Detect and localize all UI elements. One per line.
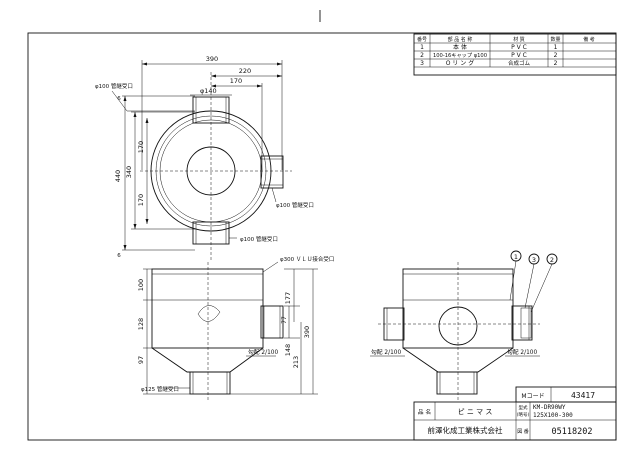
plan-dim-6-bottom: 6 xyxy=(117,253,121,259)
front-label-top: φ300 ＶＬＵ接合受口 xyxy=(280,255,334,263)
name-label: 品 名 xyxy=(418,408,431,416)
front-dim-177: 177 xyxy=(284,292,292,304)
parts-row-3-no: 3 xyxy=(420,60,424,67)
side-balloon-3: 3 xyxy=(532,256,536,264)
side-balloon-1: 1 xyxy=(514,253,518,261)
parts-row-2-qty: 2 xyxy=(554,52,558,59)
front-dim-100: 100 xyxy=(137,279,145,291)
front-dim-148: 148 xyxy=(284,344,292,356)
plan-phi140: φ140 xyxy=(200,87,217,95)
front-dim-390: 390 xyxy=(303,326,311,338)
front-view: φ300 ＶＬＵ接合受口 100 128 97 177 77 148 213 3… xyxy=(137,255,334,400)
parts-row-3-material: 合成ゴム xyxy=(508,59,531,67)
drawing-no-value: 05118202 xyxy=(552,427,593,437)
parts-row-3-name: O リ ン グ xyxy=(446,59,474,67)
plan-dim-170: 170 xyxy=(230,77,242,85)
parts-header-note: 備 考 xyxy=(583,36,595,43)
parts-table: 番号 部 品 名 称 材 質 数量 備 考 1 本 体 P V C 1 2 10… xyxy=(413,33,617,76)
parts-row-1-name: 本 体 xyxy=(453,43,467,51)
parts-row-1-material: P V C xyxy=(511,44,527,51)
parts-row-2-material: P V C xyxy=(511,52,527,59)
plan-view: 390 220 170 φ140 φ100 管継受口 φ100 管継受口 xyxy=(95,55,314,260)
front-dim-128: 128 xyxy=(137,318,145,330)
parts-row-1-qty: 1 xyxy=(554,44,558,51)
plan-dim-390: 390 xyxy=(206,55,218,63)
drawing-no-label: 図 番 xyxy=(517,428,529,435)
parts-header-name: 部 品 名 称 xyxy=(448,36,473,43)
side-slope-right: 勾配 2/100 xyxy=(507,348,537,356)
mcode-label: Mコード xyxy=(521,393,544,400)
parts-header-qty: 数量 xyxy=(550,36,560,43)
parts-header-no: 番号 xyxy=(417,36,427,43)
plan-label-right-outlet: φ100 管継受口 xyxy=(276,201,314,209)
side-balloon-2: 2 xyxy=(550,256,554,264)
company-name: 前澤化成工業株式会社 xyxy=(428,425,503,435)
plan-dim-220: 220 xyxy=(239,67,251,75)
front-label-bottom: φ125 管継受口 xyxy=(141,385,179,393)
plan-dim-170-lower: 170 xyxy=(137,194,145,206)
parts-row-2-no: 2 xyxy=(420,52,424,59)
plan-label-bottom-outlet: φ100 管継受口 xyxy=(240,235,278,243)
front-dim-97: 97 xyxy=(137,356,145,364)
front-slope-label: 勾配 2/100 xyxy=(248,348,278,356)
plan-dim-440: 440 xyxy=(114,170,122,182)
side-view: 1 3 2 勾配 2/100 勾配 2/100 xyxy=(370,250,558,400)
plan-dim-6-top: 6 xyxy=(117,96,121,102)
plan-dim-170-upper: 170 xyxy=(137,141,145,153)
plan-label-top-outlet: φ100 管継受口 xyxy=(95,82,133,90)
parts-row-1-no: 1 xyxy=(420,44,424,51)
name-value: ピ ニ マ ス xyxy=(458,408,493,416)
parts-row-2-name: 100-16キャップ φ100 xyxy=(433,52,487,59)
drawing-border xyxy=(27,32,617,441)
model-value-2: 125X100-300 xyxy=(533,412,573,419)
side-slope-left: 勾配 2/100 xyxy=(371,348,401,356)
front-dim-77: 77 xyxy=(281,316,288,324)
mcode-value: 43417 xyxy=(571,391,595,400)
parts-row-3-qty: 2 xyxy=(554,60,558,67)
title-block: Mコード 43417 品 名 ピ ニ マ ス 型式 (略号) KM-DR90WY… xyxy=(413,386,617,441)
model-value-1: KM-DR90WY xyxy=(533,404,566,411)
model-label-2: (略号) xyxy=(517,411,530,418)
plan-dim-340: 340 xyxy=(125,166,133,178)
model-label-1: 型式 xyxy=(519,404,528,411)
front-dim-213: 213 xyxy=(292,356,300,368)
parts-header-material: 材 質 xyxy=(513,36,525,43)
